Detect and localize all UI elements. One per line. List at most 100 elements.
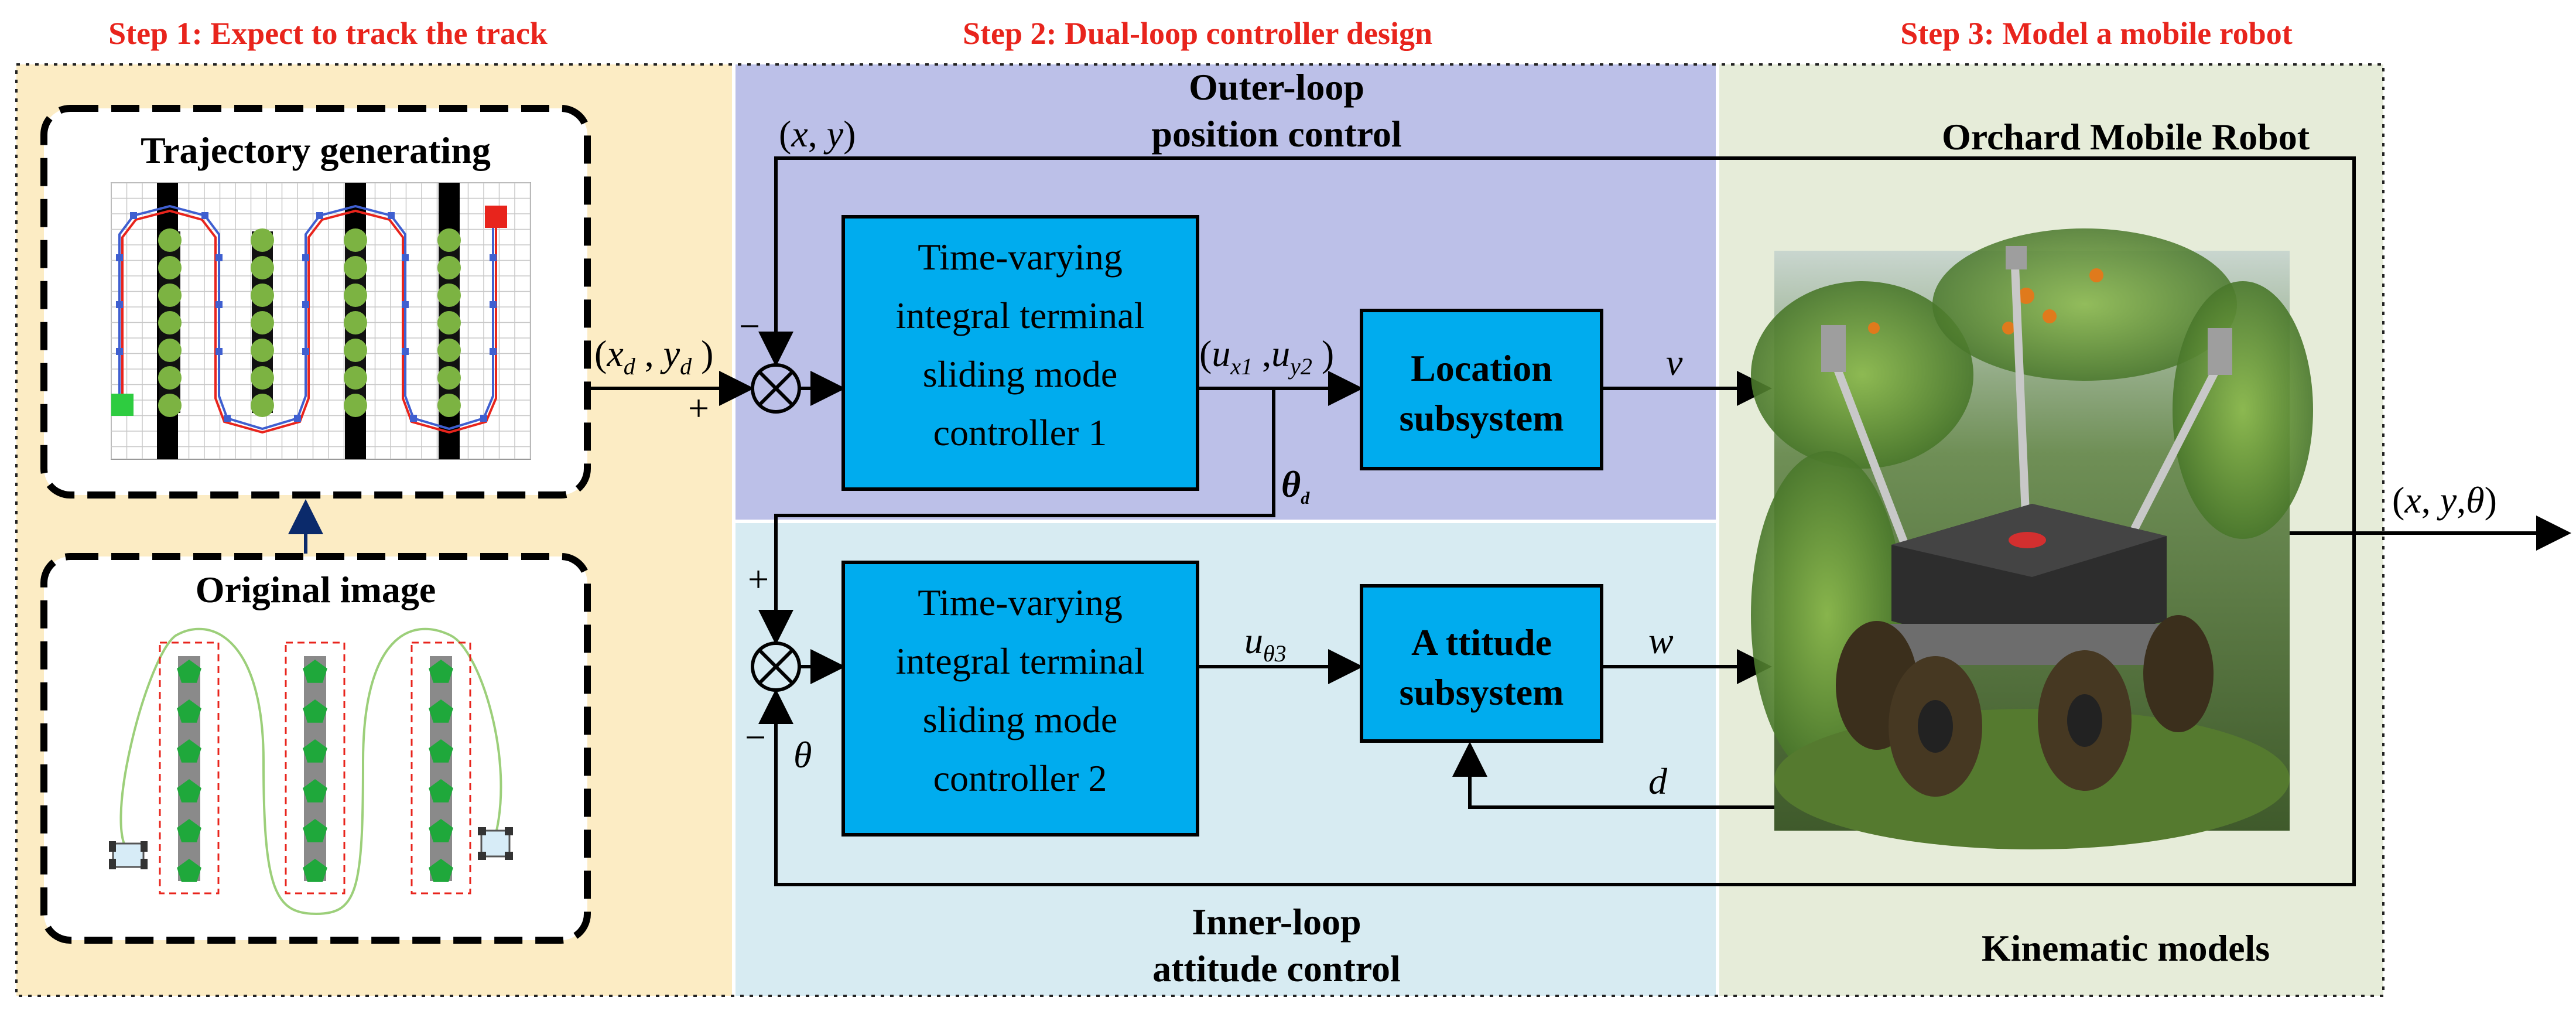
orchard-robot-photo bbox=[1751, 228, 2313, 849]
step1-title: Step 1: Expect to track the track bbox=[108, 16, 548, 51]
tree-dot bbox=[437, 228, 461, 252]
svg-text:controller 2: controller 2 bbox=[933, 757, 1107, 799]
tree-pentagon bbox=[177, 660, 201, 683]
waypoint bbox=[116, 254, 123, 261]
tree-dot bbox=[251, 394, 274, 417]
original-image-content bbox=[109, 627, 513, 916]
tree-dot bbox=[158, 339, 182, 362]
svg-text:integral terminal: integral terminal bbox=[896, 295, 1145, 336]
output-label: (x, y,θ) bbox=[2392, 479, 2497, 521]
waypoint bbox=[402, 348, 409, 355]
robot-icon-right bbox=[478, 827, 513, 860]
location-subsystem-label-1: Location bbox=[1411, 347, 1552, 389]
tree-pentagon bbox=[303, 819, 327, 842]
tree-dot bbox=[251, 256, 274, 279]
trajectory-title: Trajectory generating bbox=[141, 129, 491, 171]
outer-loop-title-2: position control bbox=[1151, 113, 1401, 155]
tree-dot bbox=[344, 256, 367, 279]
inner-loop-title-1: Inner-loop bbox=[1192, 901, 1361, 943]
trajectory-path-blue bbox=[118, 204, 494, 431]
tree-pentagon bbox=[429, 819, 453, 842]
theta-label: θ bbox=[793, 734, 812, 776]
waypoint bbox=[215, 348, 223, 355]
waypoint bbox=[388, 212, 395, 219]
waypoint bbox=[410, 415, 417, 422]
tree-pentagon bbox=[429, 660, 453, 683]
tree-dot bbox=[344, 228, 367, 252]
tree-pentagon bbox=[177, 739, 201, 763]
start-marker bbox=[111, 394, 134, 416]
trajectory-content bbox=[111, 183, 507, 459]
tree-pentagon bbox=[429, 859, 453, 882]
goal-marker bbox=[485, 206, 507, 228]
waypoint bbox=[302, 301, 309, 308]
waypoint bbox=[490, 348, 497, 355]
tree-dot bbox=[158, 366, 182, 390]
tree-pentagon bbox=[303, 779, 327, 803]
tree-dot bbox=[344, 394, 367, 417]
waypoint bbox=[201, 212, 208, 219]
tree-pentagon bbox=[303, 699, 327, 723]
tree-dot bbox=[251, 284, 274, 307]
tree-dot bbox=[344, 339, 367, 362]
tree-pentagon bbox=[429, 699, 453, 723]
disturbance-arrow bbox=[1452, 742, 1774, 809]
waypoint bbox=[402, 301, 409, 308]
waypoint bbox=[215, 254, 223, 261]
tree-row bbox=[304, 656, 326, 881]
minus-sign-1: − bbox=[739, 305, 760, 347]
tree-dot bbox=[437, 284, 461, 307]
robot-icon-left bbox=[109, 841, 148, 869]
svg-text:controller 1: controller 1 bbox=[933, 412, 1107, 453]
tree-dot bbox=[251, 228, 274, 252]
tree-pentagon bbox=[177, 859, 201, 882]
controller-2-block bbox=[841, 561, 1199, 837]
kinematic-models-label: Kinematic models bbox=[1982, 927, 2270, 969]
svg-text:Time-varying: Time-varying bbox=[918, 236, 1123, 278]
attitude-subsystem-label-2: subsystem bbox=[1400, 671, 1564, 713]
svg-text:Time-varying: Time-varying bbox=[918, 582, 1123, 623]
plus-sign-1: + bbox=[688, 387, 709, 429]
tree-dot bbox=[251, 339, 274, 362]
tree-pentagon bbox=[429, 779, 453, 803]
robot-route bbox=[119, 627, 502, 916]
step3-title: Step 3: Model a mobile robot bbox=[1900, 16, 2292, 51]
tree-pentagon bbox=[177, 779, 201, 803]
tree-dot bbox=[437, 366, 461, 390]
attitude-subsystem-block bbox=[1360, 584, 1603, 743]
inner-loop-title-2: attitude control bbox=[1152, 948, 1401, 989]
tree-pentagon bbox=[303, 660, 327, 683]
control-input-label-1: (ux1 ,uy2 ) bbox=[1199, 333, 1334, 380]
tree-dot bbox=[437, 256, 461, 279]
angular-velocity-label: w bbox=[1648, 620, 1674, 661]
waypoint bbox=[402, 254, 409, 261]
row-boundary bbox=[285, 641, 345, 894]
waypoint bbox=[490, 254, 497, 261]
tree-dot bbox=[344, 311, 367, 334]
disturbance-label: d bbox=[1648, 760, 1668, 802]
tree-pentagon bbox=[303, 739, 327, 763]
waypoint bbox=[302, 254, 309, 261]
controller-2-text: Time-varying integral terminal sliding m… bbox=[896, 582, 1145, 799]
step2-title: Step 2: Dual-loop controller design bbox=[963, 16, 1432, 51]
minus-sign-2: − bbox=[745, 716, 766, 758]
original-image-title: Original image bbox=[196, 569, 436, 610]
row-boundary bbox=[410, 641, 471, 894]
reference-label: (xd , yd ) bbox=[594, 333, 713, 380]
waypoint bbox=[215, 301, 223, 308]
waypoint bbox=[490, 301, 497, 308]
svg-text:sliding mode: sliding mode bbox=[923, 353, 1117, 395]
location-subsystem-block bbox=[1360, 309, 1603, 470]
robot-title: Orchard Mobile Robot bbox=[1942, 116, 2310, 158]
waypoint bbox=[294, 415, 301, 422]
position-feedback-line bbox=[758, 156, 2356, 586]
tree-dot bbox=[158, 284, 182, 307]
outer-loop-title-1: Outer-loop bbox=[1189, 66, 1364, 108]
tree-dot bbox=[437, 394, 461, 417]
location-subsystem-label-2: subsystem bbox=[1400, 397, 1564, 439]
waypoint bbox=[130, 212, 137, 219]
controller-1-text: Time-varying integral terminal sliding m… bbox=[896, 236, 1145, 453]
tree-dot bbox=[158, 311, 182, 334]
tree-dot bbox=[344, 284, 367, 307]
